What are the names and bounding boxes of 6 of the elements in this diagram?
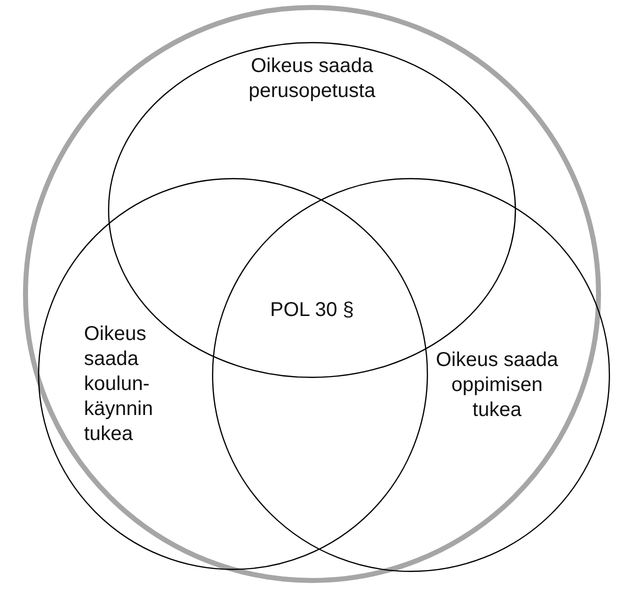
region-label: Oikeus saada koulun- käynnin tukea	[84, 322, 154, 447]
region-label: Oikeus saada oppimisen tukea	[434, 348, 560, 423]
venn-circle	[38, 178, 428, 570]
center-label: POL 30 §	[269, 298, 355, 323]
region-label: Oikeus saada perusopetusta	[248, 54, 376, 104]
venn-circle	[212, 178, 610, 572]
